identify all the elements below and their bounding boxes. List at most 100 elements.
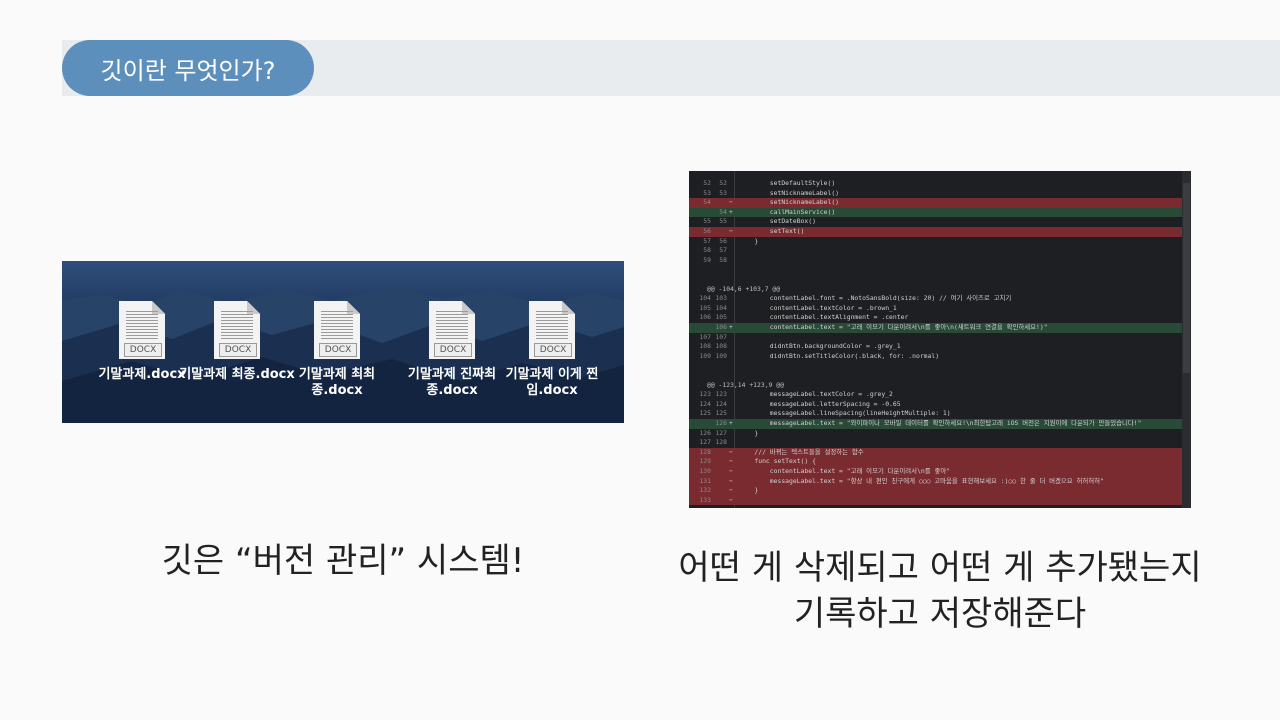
diff-row: 107 107 [689, 333, 1182, 343]
code-text: setDateBox() [739, 217, 816, 226]
docx-file-icon: DOCX [119, 301, 165, 359]
docx-file-icon: DOCX [529, 301, 575, 359]
old-line-number: 127 [699, 438, 711, 447]
diff-gap [689, 371, 1182, 381]
old-line-number: 52 [703, 179, 711, 187]
diff-marker: − [729, 447, 733, 456]
new-line-number: 125 [715, 409, 727, 418]
code-text: messageLabel.text = "항상 내 편인 친구에게 ○○○ 고마… [739, 476, 1104, 485]
docx-file[interactable]: DOCX 기말과제.docx [82, 301, 202, 383]
code-text: callMainService() [739, 207, 836, 216]
file-extension-label: DOCX [534, 343, 572, 357]
old-line-number: 125 [699, 409, 711, 418]
diff-marker: + [729, 323, 733, 331]
diff-marker: − [729, 476, 733, 485]
diff-hunk-header: @@ -123,14 +123,9 @@ [707, 380, 784, 389]
diff-row-deleted: 132− } [689, 486, 1182, 496]
diff-gap [689, 265, 1182, 275]
new-line-number: 56 [719, 236, 727, 245]
diff-marker: − [729, 457, 733, 466]
diff-row-deleted: 54− setNicknameLabel() [689, 198, 1182, 208]
new-line-number: 127 [715, 428, 727, 437]
old-line-number: 123 [699, 390, 711, 399]
code-text: contentLabel.text = "고래 이모기 다운이려서\n를 좋아\… [739, 323, 1048, 331]
diff-marker: − [729, 495, 733, 504]
diff-row: 126 127 } [689, 429, 1182, 439]
code-text: setNicknameLabel() [739, 188, 840, 197]
old-line-number: 130 [699, 467, 711, 475]
diff-marker: + [729, 419, 733, 427]
code-text: messageLabel.lineSpacing(lineHeightMulti… [739, 409, 951, 418]
file-extension-label: DOCX [319, 343, 357, 357]
diff-marker: + [729, 207, 733, 216]
code-text: contentLabel.font = .NotoSansBold(size: … [739, 294, 1012, 303]
docx-file[interactable]: DOCX 기말과제 최종.docx [177, 301, 297, 383]
diff-row: 52 52 setDefaultStyle() [689, 179, 1182, 189]
scrollbar-thumb[interactable] [1183, 183, 1190, 373]
old-line-number: 53 [703, 188, 711, 197]
old-line-number: 126 [699, 428, 711, 437]
old-line-number: 56 [703, 227, 711, 235]
code-text: setText() [739, 227, 805, 235]
old-line-number: 107 [699, 332, 711, 341]
diff-row-deleted: 130 − contentLabel.text = "고래 이모기 다운이려서\n… [689, 467, 1182, 477]
old-line-number: 109 [699, 351, 711, 360]
new-line-number: 58 [719, 255, 727, 264]
docx-file[interactable]: DOCX 기말과제 이게 찐 임.docx [492, 301, 612, 399]
page-title: 깃이란 무엇인가? [62, 40, 314, 96]
new-line-number: 124 [715, 399, 727, 408]
code-text: messageLabel.textColor = .grey_2 [739, 390, 893, 399]
new-line-number: 107 [715, 332, 727, 341]
file-extension-label: DOCX [219, 343, 257, 357]
code-text: contentLabel.text = "고래 이모기 다운이려서\n를 좋아" [739, 467, 951, 475]
diff-scrollbar[interactable] [1182, 171, 1191, 508]
code-text: } [739, 428, 759, 437]
old-line-number: 106 [699, 313, 711, 322]
diff-marker: − [729, 486, 733, 495]
code-text: messageLabel.letterSpacing = -0.65 [739, 399, 901, 408]
diff-gap [689, 275, 1182, 285]
new-line-number: 106 [715, 323, 727, 331]
diff-marker: − [729, 227, 733, 235]
diff-row-deleted: 56 − setText() [689, 227, 1182, 237]
code-text: messageLabel.text = "와이파이나 모바일 데이터를 확인하세… [739, 419, 1142, 427]
caption-right-line1: 어떤 게 삭제되고 어떤 게 추가됐는지 [678, 548, 1202, 588]
code-text: didntBtn.setTitleColor(.black, for: .nor… [739, 351, 940, 360]
new-line-number: 123 [715, 390, 727, 399]
file-name: 기말과제.docx [98, 367, 186, 382]
old-line-number: 58 [703, 246, 711, 255]
diff-gap [689, 361, 1182, 371]
new-line-number: 52 [719, 179, 727, 187]
file-extension-label: DOCX [124, 343, 162, 357]
docx-file-icon: DOCX [214, 301, 260, 359]
new-line-number: 55 [719, 217, 727, 226]
diff-row-deleted: 133− [689, 495, 1182, 506]
old-line-number: 54 [703, 198, 711, 207]
code-text: setDefaultStyle() [739, 179, 836, 187]
old-line-number: 129 [699, 457, 711, 466]
diff-row: 124 124 messageLabel.letterSpacing = -0.6… [689, 400, 1182, 410]
diff-gutter-divider [734, 171, 735, 508]
diff-row-deleted: 131− messageLabel.text = "항상 내 편인 친구에게 ○… [689, 476, 1182, 487]
caption-right: 어떤 게 삭제되고 어떤 게 추가됐는지 기록하고 저장해준다 [640, 545, 1240, 637]
diff-marker: − [729, 467, 733, 475]
code-text: contentLabel.textColor = .brown_1 [739, 303, 897, 312]
diff-hunk-header: @@ -104,6 +103,7 @@ [707, 284, 781, 293]
diff-row: 125 125 messageLabel.lineSpacing(lineHeig… [689, 409, 1182, 419]
diff-row-added: 106+ contentLabel.text = "고래 이모기 다운이려서\n… [689, 323, 1182, 333]
code-text: contentLabel.textAlignment = .center [739, 313, 909, 322]
old-line-number: 124 [699, 399, 711, 408]
file-name: 기말과제 최종.docx [179, 367, 295, 382]
code-text: func setText() { [739, 457, 816, 466]
caption-left: 깃은 “버전 관리” 시스템! [161, 541, 525, 581]
file-name: 기말과제 이게 찐 임.docx [505, 367, 599, 398]
